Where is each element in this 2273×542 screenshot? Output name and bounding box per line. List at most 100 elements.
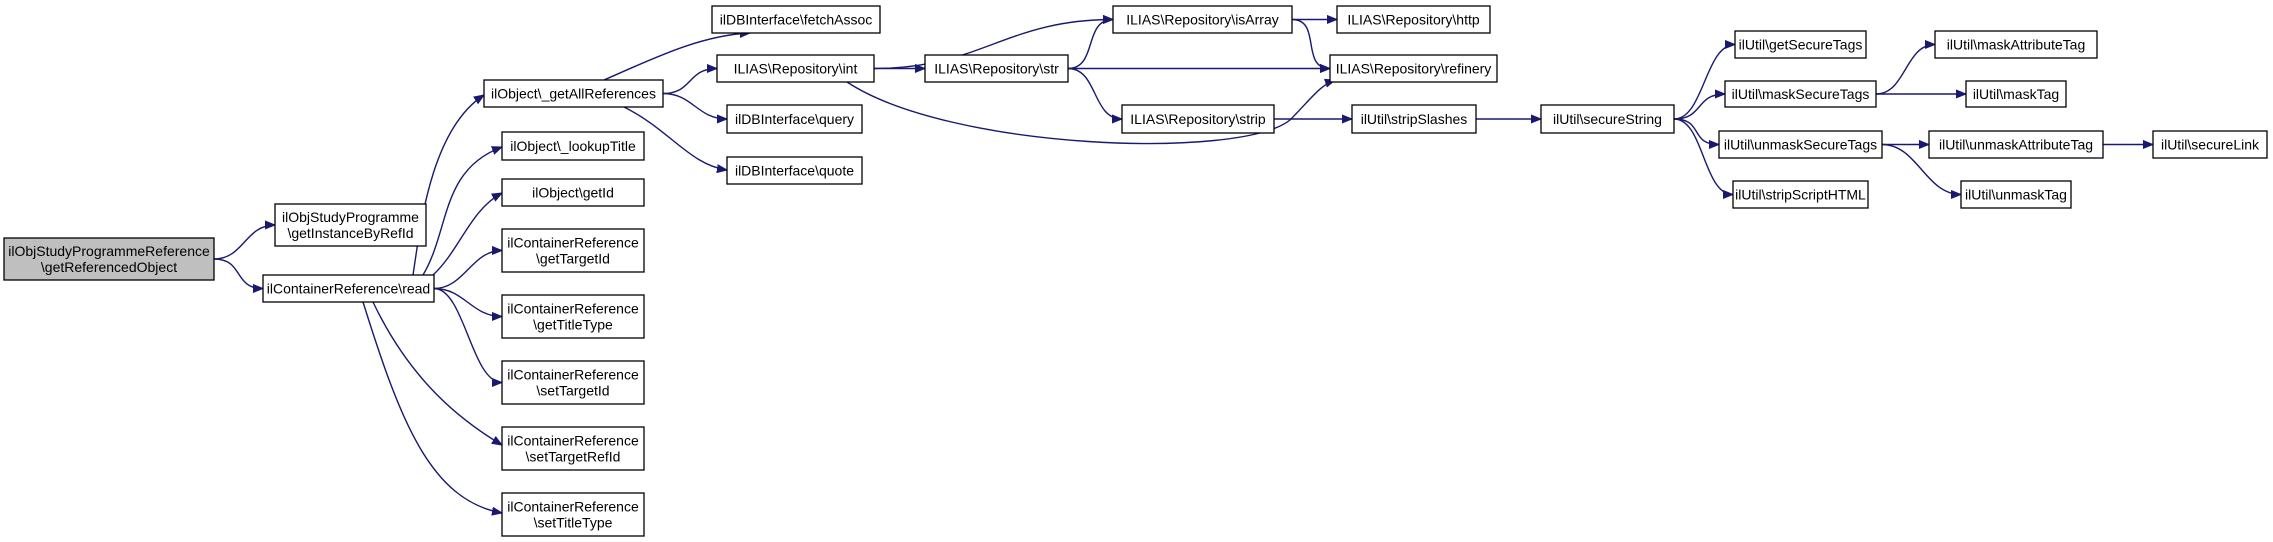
- edge-repoInt-to-isArray: [873, 20, 1113, 70]
- edge-read-to-setTargetId: [433, 287, 503, 383]
- edge-repoStr-to-strip: [1067, 67, 1123, 120]
- node-read[interactable]: ilContainerReference\read: [262, 274, 435, 303]
- edge-repoStr-to-isArray: [1067, 20, 1114, 70]
- node-query[interactable]: ilDBInterface\query: [726, 104, 863, 134]
- node-label: ilUtil\stripScriptHTML: [1735, 187, 1866, 203]
- node-getInstance[interactable]: ilObjStudyProgramme\getInstanceByRefId: [274, 203, 427, 247]
- node-box: [711, 5, 881, 34]
- edge-repoInt-to-refinery: [846, 80, 1335, 145]
- node-box: [1112, 5, 1293, 34]
- node-label: ilContainerReference: [507, 235, 639, 251]
- node-box: [1960, 180, 2072, 209]
- node-label: ilContainerReference: [507, 301, 639, 317]
- node-label: ilDBInterface\query: [735, 111, 854, 127]
- node-box: [1540, 104, 1675, 134]
- node-setTargetId[interactable]: ilContainerReference\setTargetId: [501, 360, 645, 405]
- node-box: [483, 79, 664, 108]
- edge-secureString-to-getSecureTags: [1673, 45, 1736, 120]
- node-http[interactable]: ILIAS\Repository\http: [1336, 5, 1491, 34]
- edge-isArray-to-refinery: [1291, 18, 1331, 69]
- node-label: ILIAS\Repository\str: [934, 61, 1059, 77]
- edge-root-to-getInstance: [213, 225, 275, 260]
- node-label: ilUtil\secureString: [1553, 111, 1662, 127]
- edge-secureString-to-unmaskSecureTags: [1673, 118, 1719, 145]
- node-secureLink[interactable]: ilUtil\secureLink: [2152, 130, 2268, 159]
- node-label: ilUtil\unmaskSecureTags: [1724, 137, 1877, 153]
- node-repoInt[interactable]: ILIAS\Repository\int: [716, 54, 875, 83]
- node-maskAttributeTag[interactable]: ilUtil\maskAttributeTag: [1934, 30, 2098, 59]
- node-box: [262, 274, 435, 303]
- node-box: [1718, 130, 1883, 159]
- node-box: [1724, 80, 1877, 108]
- node-label: \getInstanceByRefId: [287, 225, 413, 241]
- node-maskTag[interactable]: ilUtil\maskTag: [1965, 80, 2067, 108]
- node-label: ilContainerReference: [507, 499, 639, 515]
- node-box: [1351, 104, 1477, 134]
- edge-read-to-getId: [432, 193, 502, 276]
- node-label: ilUtil\unmaskTag: [1965, 187, 2067, 203]
- node-label: ILIAS\Repository\strip: [1130, 111, 1266, 127]
- node-label: ilUtil\stripSlashes: [1361, 111, 1468, 127]
- node-box: [501, 294, 645, 339]
- edge-getAllRefs-to-repoInt: [662, 69, 717, 95]
- node-box: [1928, 130, 2104, 159]
- node-isArray[interactable]: ILIAS\Repository\isArray: [1112, 5, 1293, 34]
- node-repoStr[interactable]: ILIAS\Repository\str: [924, 54, 1069, 83]
- edge-secureString-to-stripScriptHTML: [1673, 118, 1734, 195]
- edge-read-to-getTitleType: [433, 287, 502, 317]
- node-box: [1329, 54, 1498, 83]
- node-label: ilContainerReference\read: [267, 281, 430, 297]
- node-label: ilUtil\getSecureTags: [1739, 37, 1863, 53]
- node-secureString[interactable]: ilUtil\secureString: [1540, 104, 1675, 134]
- node-box: [501, 228, 645, 273]
- node-getSecureTags[interactable]: ilUtil\getSecureTags: [1734, 30, 1867, 59]
- node-label: ilUtil\maskAttributeTag: [1947, 37, 2086, 53]
- node-box: [501, 178, 645, 207]
- node-stripScriptHTML[interactable]: ilUtil\stripScriptHTML: [1732, 180, 1869, 209]
- node-label: ILIAS\Repository\refinery: [1336, 61, 1492, 77]
- node-unmaskTag[interactable]: ilUtil\unmaskTag: [1960, 180, 2072, 209]
- node-label: ilObject\_lookupTitle: [510, 138, 636, 154]
- node-getTitleType[interactable]: ilContainerReference\getTitleType: [501, 294, 645, 339]
- node-label: ilObject\getId: [532, 185, 614, 201]
- node-getAllRefs[interactable]: ilObject\_getAllReferences: [483, 79, 664, 108]
- edge-read-to-lookupTitle: [422, 147, 502, 276]
- edge-root-to-read: [213, 258, 263, 289]
- node-box: [1336, 5, 1491, 34]
- node-box: [1734, 30, 1867, 59]
- node-setTitleType[interactable]: ilContainerReference\setTitleType: [501, 492, 645, 537]
- node-label: ilDBInterface\quote: [735, 163, 854, 179]
- node-box: [1121, 104, 1275, 134]
- edge-layer: [213, 18, 2153, 514]
- node-box: [726, 104, 863, 134]
- node-stripSlashes[interactable]: ilUtil\stripSlashes: [1351, 104, 1477, 134]
- node-label: ilContainerReference: [507, 433, 639, 449]
- node-unmaskAttributeTag[interactable]: ilUtil\unmaskAttributeTag: [1928, 130, 2104, 159]
- node-quote[interactable]: ilDBInterface\quote: [726, 156, 863, 185]
- node-refinery[interactable]: ILIAS\Repository\refinery: [1329, 54, 1498, 83]
- node-unmaskSecureTags[interactable]: ilUtil\unmaskSecureTags: [1718, 130, 1883, 159]
- node-box: [716, 54, 875, 83]
- edge-unmaskSecureTags-to-unmaskTag: [1881, 143, 1961, 195]
- edge-secureString-to-maskSecureTags: [1673, 94, 1725, 120]
- edge-read-to-setTitleType: [362, 301, 502, 513]
- node-strip[interactable]: ILIAS\Repository\strip: [1121, 104, 1275, 134]
- node-getTargetId[interactable]: ilContainerReference\getTargetId: [501, 228, 645, 273]
- node-lookupTitle[interactable]: ilObject\_lookupTitle: [501, 131, 645, 161]
- node-root[interactable]: ilObjStudyProgrammeReference\getReferenc…: [3, 237, 215, 281]
- edge-getAllRefs-to-fetchAssoc: [603, 33, 750, 81]
- node-setTargetRefId[interactable]: ilContainerReference\setTargetRefId: [501, 426, 645, 471]
- node-fetchAssoc[interactable]: ilDBInterface\fetchAssoc: [711, 5, 881, 34]
- node-label: \getReferencedObject: [41, 259, 177, 275]
- node-box: [1934, 30, 2098, 59]
- node-box: [1732, 180, 1869, 209]
- node-label: ILIAS\Repository\int: [734, 61, 858, 77]
- node-maskSecureTags[interactable]: ilUtil\maskSecureTags: [1724, 80, 1877, 108]
- node-box: [924, 54, 1069, 83]
- node-box: [2152, 130, 2268, 159]
- node-label: ilObjStudyProgrammeReference: [8, 243, 210, 259]
- node-label: ILIAS\Repository\isArray: [1126, 12, 1279, 28]
- node-box: [1965, 80, 2067, 108]
- node-getId[interactable]: ilObject\getId: [501, 178, 645, 207]
- node-label: ILIAS\Repository\http: [1347, 12, 1480, 28]
